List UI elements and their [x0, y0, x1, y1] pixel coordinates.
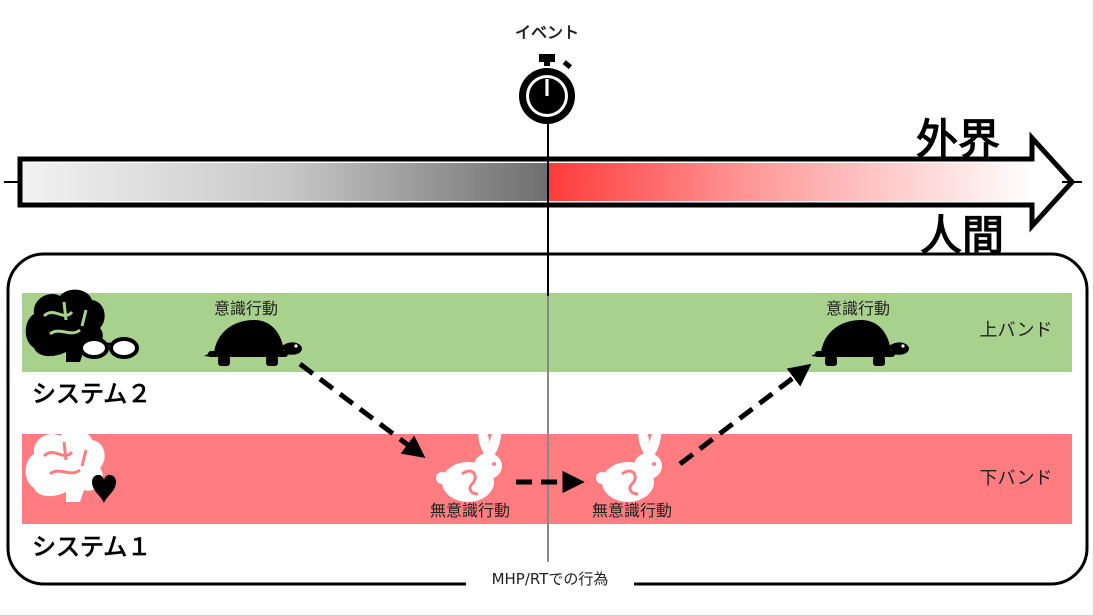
arrow-conscious-to-unconscious	[298, 362, 426, 459]
footer-label-bg	[466, 566, 634, 590]
arrow-unconscious-to-conscious	[678, 363, 812, 466]
footer-label: MHP/RTでの行為	[492, 570, 609, 588]
upper-band-label: 上バンド	[980, 320, 1053, 341]
conscious-action-label-left: 意識行動	[214, 299, 278, 318]
lower-band-label: 下バンド	[980, 468, 1053, 489]
conscious-action-label-right: 意識行動	[826, 299, 890, 318]
system2-label: システム２	[32, 380, 151, 408]
unconscious-action-label-left: 無意識行動	[430, 501, 510, 520]
system1-label: システム１	[32, 533, 151, 561]
unconscious-action-label-right: 無意識行動	[592, 501, 672, 520]
brain-glasses-icon	[25, 289, 139, 362]
stopwatch-icon	[519, 54, 575, 124]
timeline-future-gradient	[548, 163, 1034, 201]
outer-world-label: 外界	[916, 115, 1000, 164]
human-label: 人間	[920, 211, 1004, 260]
timeline-arrow	[4, 131, 1082, 233]
timeline-outline	[17, 131, 1076, 233]
event-label: イベント	[515, 23, 579, 42]
brain-heart-icon	[25, 429, 116, 504]
timeline-past-gradient	[22, 163, 548, 201]
